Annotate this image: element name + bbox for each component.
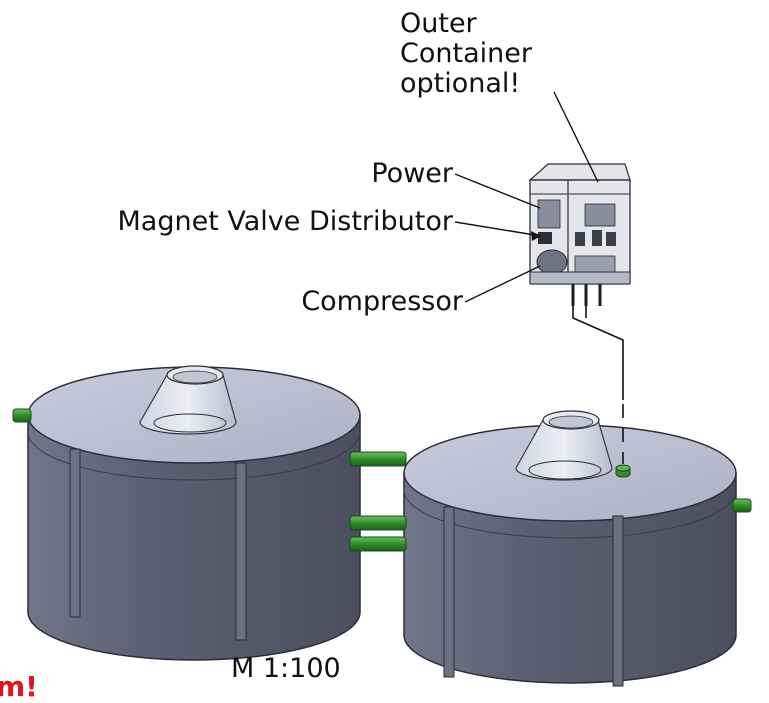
air-hose-line [572,306,624,464]
leader-compressor [464,265,541,303]
leader-power [454,173,541,209]
leader-magnet-valve [454,221,542,237]
label-magnet-valve-distributor: Magnet Valve Distributor [117,206,453,237]
label-outer-container-line1: Outer [400,8,477,39]
arrowhead-magnet-valve [531,231,541,241]
tank-left [27,365,361,661]
leader-lines [454,91,599,303]
label-power: Power [371,158,453,189]
control-cabinet [528,163,631,306]
label-outer-container-line2: Container [400,38,532,69]
tank-right [403,410,737,687]
label-compressor: Compressor [301,286,463,317]
label-outer-container-line3: optional! [400,68,521,99]
connecting-pipes [12,408,752,552]
red-text-fragment: m! [0,670,38,703]
leader-outer-container [553,91,599,183]
label-scale: M 1:100 [231,653,341,684]
